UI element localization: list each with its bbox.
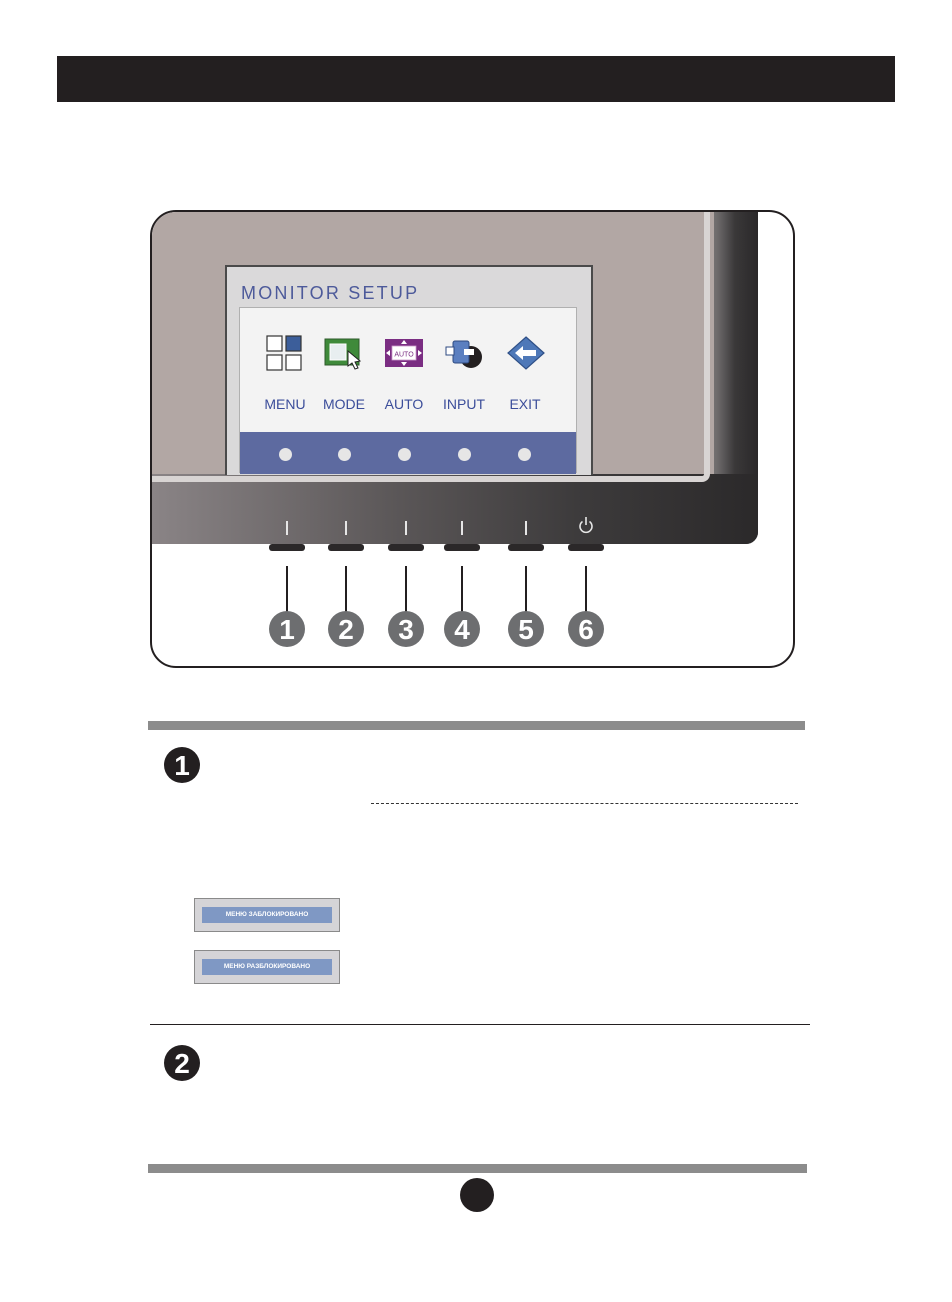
osd-label-auto: AUTO [384, 396, 424, 412]
button-mark-3 [405, 521, 407, 535]
power-icon [579, 517, 593, 534]
menu-grid-icon [266, 335, 302, 371]
button-mark-5 [525, 521, 527, 535]
callout-1: 1 [269, 611, 305, 647]
osd-title: MONITOR SETUP [241, 283, 420, 303]
osd-label-input: INPUT [443, 396, 485, 412]
osd-label-menu: MENU [264, 396, 306, 412]
osd-panel: AUTO MENU MODE AUTO INPUT EXIT [239, 307, 577, 474]
leader-line-3 [405, 566, 407, 614]
leader-line-1 [286, 566, 288, 614]
section-number-1: 1 [164, 747, 200, 783]
callout-5: 5 [508, 611, 544, 647]
leader-line-6 [585, 566, 587, 614]
exit-key[interactable] [508, 544, 544, 551]
leader-line-4 [461, 566, 463, 614]
osd-dot-input [458, 448, 471, 461]
bezel-edge [152, 212, 710, 482]
button-mark-2 [345, 521, 347, 535]
exit-arrow-icon [507, 336, 545, 370]
callout-4: 4 [444, 611, 480, 647]
leader-line-2 [345, 566, 347, 614]
monitor-setup-osd: MONITOR SETUP AUTO [225, 265, 593, 475]
leader-line-5 [525, 566, 527, 614]
callout-6: 6 [568, 611, 604, 647]
dashed-divider [371, 803, 798, 804]
button-mark-4 [461, 521, 463, 535]
menu-key[interactable] [269, 544, 305, 551]
input-connector-icon [445, 340, 482, 368]
auto-adjust-icon: AUTO [385, 339, 423, 367]
callout-3: 3 [388, 611, 424, 647]
section-rule-bottom [148, 1164, 807, 1173]
osd-label-mode: MODE [323, 396, 365, 412]
osd-dot-auto [398, 448, 411, 461]
callout-2: 2 [328, 611, 364, 647]
power-key[interactable] [568, 544, 604, 551]
mode-key[interactable] [328, 544, 364, 551]
menu-unlocked-message: МЕНЮ РАЗБЛОКИРОВАНО [194, 950, 340, 984]
osd-dot-menu [279, 448, 292, 461]
osd-dot-mode [338, 448, 351, 461]
input-key[interactable] [444, 544, 480, 551]
section-rule-top [148, 721, 805, 730]
section-divider [150, 1024, 810, 1025]
header-bar [57, 56, 895, 102]
bezel-bottom [152, 474, 758, 544]
mode-window-icon [324, 338, 362, 370]
osd-button-strip [240, 432, 576, 474]
osd-label-exit: EXIT [509, 396, 541, 412]
button-mark-1 [286, 521, 288, 535]
monitor-illustration: MONITOR SETUP AUTO [150, 210, 795, 668]
auto-icon-text: AUTO [394, 352, 414, 359]
page-number-badge [460, 1178, 494, 1212]
menu-locked-message: МЕНЮ ЗАБЛОКИРОВАНО [194, 898, 340, 932]
menu-locked-text: МЕНЮ ЗАБЛОКИРОВАНО [202, 907, 332, 923]
menu-unlocked-text: МЕНЮ РАЗБЛОКИРОВАНО [202, 959, 332, 975]
auto-key[interactable] [388, 544, 424, 551]
osd-dot-exit [518, 448, 531, 461]
section-number-2: 2 [164, 1045, 200, 1081]
